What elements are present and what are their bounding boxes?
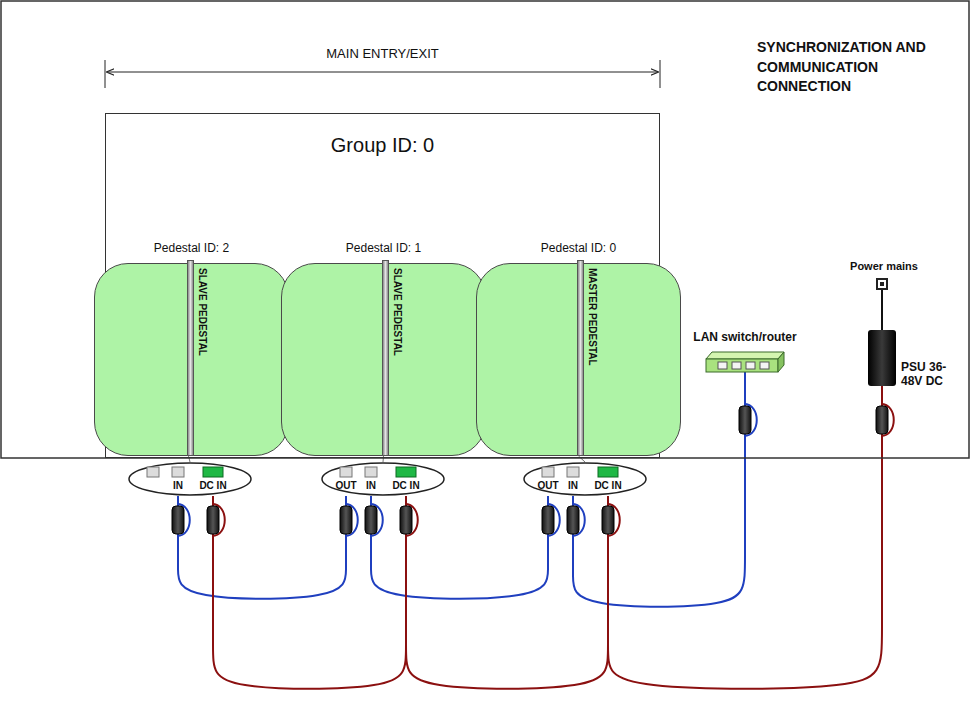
ferrite-bead bbox=[172, 506, 184, 534]
power-cable bbox=[213, 496, 406, 689]
dc-terminal bbox=[203, 467, 223, 477]
switch-port bbox=[732, 362, 741, 369]
rj45-jack bbox=[567, 467, 579, 477]
outer-frame bbox=[1, 1, 969, 458]
panel-outline bbox=[523, 462, 647, 496]
port-label: OUT bbox=[537, 480, 558, 491]
rj45-jack bbox=[340, 467, 352, 477]
dimension-tick bbox=[105, 60, 106, 88]
power-supply: PSU 36-48V DC bbox=[868, 330, 896, 386]
panel-ellipse bbox=[129, 463, 251, 495]
ferrite-bead bbox=[567, 506, 579, 534]
rj45-jack bbox=[147, 467, 159, 477]
power-socket: Power mains bbox=[876, 278, 888, 290]
switch-port bbox=[718, 362, 727, 369]
ferrite-bead bbox=[340, 506, 352, 534]
rj45-jack bbox=[172, 467, 184, 477]
pedestal-role: SLAVE PEDESTAL bbox=[197, 268, 208, 356]
switch-icon bbox=[706, 352, 784, 372]
pedestal-bar bbox=[577, 260, 584, 456]
port-label: DC IN bbox=[199, 480, 226, 491]
leader-line bbox=[383, 456, 385, 462]
ferrite-bead bbox=[876, 406, 888, 434]
pedestal-id: Pedestal ID: 2 bbox=[95, 241, 288, 255]
ferrite-bead bbox=[602, 506, 614, 534]
device-label: Power mains bbox=[828, 260, 940, 272]
network-cable bbox=[573, 372, 745, 607]
port-label: DC IN bbox=[594, 480, 621, 491]
panel-ellipse bbox=[524, 463, 646, 495]
switch-top bbox=[706, 352, 784, 359]
port-label: IN bbox=[568, 480, 578, 491]
rj45-jack bbox=[542, 467, 554, 477]
ferrite-beads bbox=[172, 404, 894, 536]
panel-outline bbox=[128, 462, 252, 496]
leader-line bbox=[579, 456, 586, 462]
group-heading: Group ID: 0 bbox=[106, 134, 659, 157]
ferrite-bead bbox=[400, 506, 412, 534]
switch-side bbox=[778, 352, 784, 372]
switch-port bbox=[746, 362, 755, 369]
pedestal-role: SLAVE PEDESTAL bbox=[392, 268, 403, 356]
panel-outline bbox=[321, 462, 445, 496]
connector-panel: OUT IN DC IN bbox=[523, 462, 647, 496]
switch-port bbox=[760, 362, 769, 369]
ferrite-bead bbox=[207, 506, 219, 534]
ferrite-bead bbox=[365, 506, 377, 534]
group-box: Pedestal ID: 2SLAVE PEDESTALPedestal ID:… bbox=[105, 113, 660, 458]
pedestal-bar bbox=[187, 260, 194, 456]
ferrite-bead bbox=[542, 506, 554, 534]
switch-front bbox=[706, 359, 778, 372]
power-cable bbox=[406, 496, 608, 689]
pedestal-id: Pedestal ID: 0 bbox=[477, 241, 680, 255]
connector-panel: OUT IN DC IN bbox=[321, 462, 445, 496]
port-label: DC IN bbox=[392, 480, 419, 491]
device-label: LAN switch/router bbox=[666, 330, 824, 344]
device-label: PSU 36-48V DC bbox=[901, 360, 965, 389]
network-cable bbox=[178, 496, 346, 599]
network-cable bbox=[371, 496, 548, 599]
pedestal-id: Pedestal ID: 1 bbox=[282, 241, 485, 255]
rj45-jack bbox=[365, 467, 377, 477]
pedestal-zone: Pedestal ID: 1SLAVE PEDESTAL bbox=[281, 263, 486, 456]
pedestal-role: MASTER PEDESTAL bbox=[587, 268, 598, 366]
socket-inner bbox=[880, 282, 884, 286]
dc-terminal bbox=[598, 467, 618, 477]
dimension-arrow bbox=[107, 72, 658, 73]
pedestal-zone: Pedestal ID: 0MASTER PEDESTAL bbox=[476, 263, 681, 456]
diagram-title: SYNCHRONIZATION AND COMMUNICATION CONNEC… bbox=[757, 38, 965, 97]
port-label: IN bbox=[366, 480, 376, 491]
lan-switch: LAN switch/router bbox=[706, 352, 784, 372]
pedestal-bar bbox=[382, 260, 389, 456]
ferrite-bead bbox=[739, 406, 751, 434]
mains-cable bbox=[881, 290, 883, 330]
dimension-label: MAIN ENTRY/EXIT bbox=[280, 46, 485, 61]
port-label: OUT bbox=[335, 480, 356, 491]
pedestal-zone: Pedestal ID: 2SLAVE PEDESTAL bbox=[94, 263, 289, 456]
port-label: IN bbox=[173, 480, 183, 491]
dimension-tick bbox=[660, 60, 661, 88]
panel-ellipse bbox=[322, 463, 444, 495]
power-cable bbox=[608, 386, 882, 689]
connector-panel: IN DC IN bbox=[128, 462, 252, 496]
dc-terminal bbox=[396, 467, 416, 477]
leader-line bbox=[189, 456, 191, 462]
